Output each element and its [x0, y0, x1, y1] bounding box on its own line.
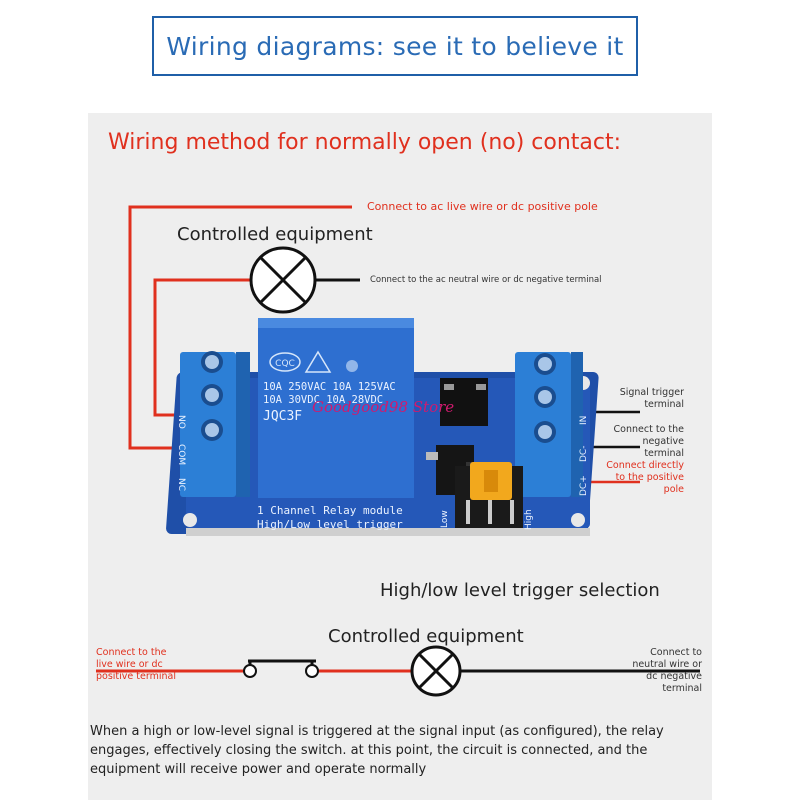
terminal-label-no: NO	[176, 415, 186, 429]
trigger-jumper	[455, 462, 523, 528]
top-equipment-label: Controlled equipment	[177, 224, 373, 245]
relay-cert-label: CQC	[275, 359, 295, 369]
top-lamp-icon	[249, 246, 317, 314]
relay-spec-2: 10A 30VDC 10A 28VDC	[263, 394, 383, 406]
top-live-wire	[128, 205, 352, 450]
bottom-circuit	[96, 659, 700, 678]
relay-model: JQC3F	[263, 409, 302, 424]
bottom-neutral-note: Connect to neutral wire or dc negative t…	[632, 647, 702, 694]
signal-trigger-note: Signal trigger terminal	[619, 387, 684, 410]
right-terminal-block	[515, 352, 583, 497]
header-title: Wiring diagrams: see it to believe it	[166, 31, 624, 61]
bottom-live-note: Connect to the live wire or dc positive …	[96, 647, 176, 682]
jumper-low-label: Low	[440, 510, 450, 528]
trigger-selection-label: High/low level trigger selection	[380, 580, 660, 601]
section-title: Wiring method for normally open (no) con…	[108, 130, 622, 155]
header-frame: Wiring diagrams: see it to believe it	[152, 16, 638, 76]
negative-terminal-note: Connect to the negative terminal	[613, 424, 684, 459]
bottom-equipment-label: Controlled equipment	[328, 626, 524, 647]
store-watermark: Goodgood98 Store	[312, 398, 454, 416]
bottom-lamp-icon	[410, 645, 462, 697]
switch-contact-right	[305, 664, 319, 678]
relay-spec-1: 10A 250VAC 10A 125VAC	[263, 381, 396, 393]
terminal-label-dc-plus: DC+	[579, 475, 589, 496]
board-label-2: High/Low level trigger	[257, 518, 403, 531]
terminal-label-dc-minus: DC-	[579, 446, 589, 462]
switch-contact-left	[243, 664, 257, 678]
terminal-label-in: IN	[579, 416, 589, 425]
terminal-label-com: COM	[176, 444, 186, 465]
positive-pole-note: Connect directly to the positive pole	[606, 460, 684, 495]
relay-component: CQC 10A 250VAC 10A 125VAC 10A 30VDC 10A …	[258, 318, 414, 498]
jumper-high-label: High	[524, 509, 534, 530]
board-label-1: 1 Channel Relay module	[257, 504, 403, 517]
live-wire-note: Connect to ac live wire or dc positive p…	[367, 200, 598, 213]
neutral-wire-note: Connect to the ac neutral wire or dc neg…	[370, 275, 602, 285]
description-text: When a high or low-level signal is trigg…	[90, 724, 664, 777]
left-terminal-block	[180, 351, 250, 497]
terminal-label-nc: NC	[176, 478, 186, 491]
